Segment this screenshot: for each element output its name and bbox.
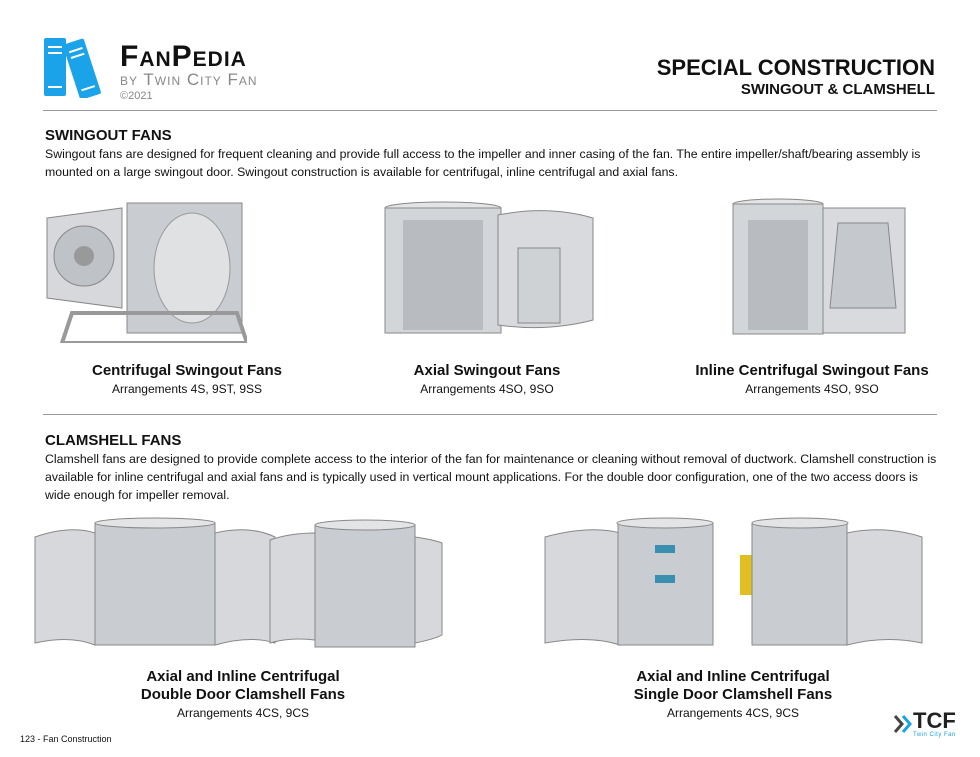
caption-title-line2: Single Door Clamshell Fans bbox=[633, 686, 833, 703]
logo-name: FanPedia bbox=[120, 40, 247, 73]
page-subtitle: SWINGOUT & CLAMSHELL bbox=[740, 81, 935, 98]
caption-title: Axial Swingout Fans bbox=[413, 362, 561, 379]
page-footer: 123 - Fan Construction bbox=[20, 734, 112, 744]
caption-title-line1: Axial and Inline Centrifugal bbox=[636, 668, 830, 685]
page-title: SPECIAL CONSTRUCTION bbox=[656, 55, 935, 80]
tcf-logo-subtext: Twin City Fan bbox=[913, 732, 956, 738]
swingout-text: Swingout fans are designed for frequent … bbox=[45, 147, 921, 179]
caption-arrangements: Arrangements 4SO, 9SO bbox=[420, 382, 554, 396]
caption-title: Inline Centrifugal Swingout Fans bbox=[695, 362, 929, 379]
section-divider bbox=[43, 414, 937, 415]
centrifugal-swingout-fan-image bbox=[46, 202, 247, 343]
logo-tagline: by Twin City Fan bbox=[120, 70, 258, 89]
header-divider bbox=[43, 110, 937, 111]
logo-year: ©2021 bbox=[120, 90, 153, 102]
caption-title-line2: Double Door Clamshell Fans bbox=[140, 686, 346, 703]
single-door-clamshell-fan-image bbox=[544, 517, 923, 646]
caption-arrangements: Arrangements 4SO, 9SO bbox=[745, 382, 879, 396]
caption-title-line1: Axial and Inline Centrifugal bbox=[146, 668, 340, 685]
clamshell-text: Clamshell fans are designed to provide c… bbox=[45, 452, 937, 502]
axial-swingout-fan-image bbox=[384, 201, 594, 334]
caption-title: Centrifugal Swingout Fans bbox=[92, 362, 282, 379]
tcf-logo-text: TCF bbox=[913, 708, 956, 733]
clamshell-heading: CLAMSHELL FANS bbox=[45, 432, 182, 449]
books-logo-icon bbox=[44, 38, 101, 98]
swingout-heading: SWINGOUT FANS bbox=[45, 127, 172, 144]
caption-arrangements: Arrangements 4S, 9ST, 9SS bbox=[111, 382, 263, 396]
inline-centrifugal-swingout-fan-image bbox=[732, 198, 906, 335]
tcf-chevrons-icon bbox=[893, 715, 912, 733]
double-door-clamshell-fan-image bbox=[34, 517, 443, 648]
caption-arrangements: Arrangements 4CS, 9CS bbox=[666, 706, 800, 720]
caption-arrangements: Arrangements 4CS, 9CS bbox=[176, 706, 310, 720]
